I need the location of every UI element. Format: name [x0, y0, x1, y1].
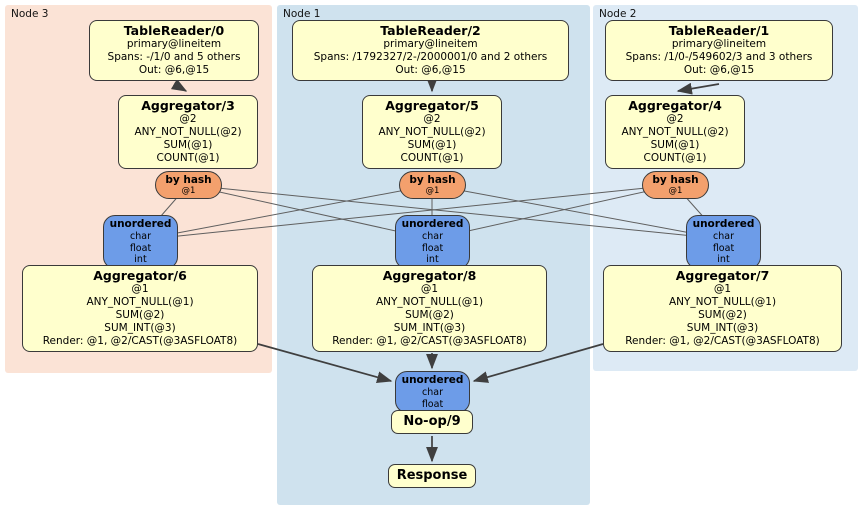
processor-line: Render: @1, @2/CAST(@3ASFLOAT8)	[42, 335, 238, 347]
processor-line: SUM(@1)	[650, 139, 700, 151]
processor-line: primary@lineitem	[126, 38, 222, 50]
region-label: Node 3	[11, 8, 49, 20]
aggregator-6-box: Aggregator/6 @1 ANY_NOT_NULL(@1) SUM(@2)…	[22, 265, 258, 352]
processor-line: SUM_INT(@3)	[686, 322, 759, 334]
processor-title: Aggregator/5	[385, 98, 479, 113]
processor-line: @2	[423, 113, 441, 125]
sync-line: float	[421, 242, 444, 254]
processor-line: SUM_INT(@3)	[104, 322, 176, 334]
sync-line: char	[422, 231, 443, 242]
processor-line: COUNT(@1)	[156, 152, 220, 164]
processor-line: @1	[713, 283, 732, 295]
processor-title: TableReader/0	[123, 23, 225, 38]
processor-line: @1	[131, 283, 149, 295]
sync-title: unordered	[692, 218, 755, 230]
node2-unordered-sync: unordered char float int	[686, 215, 761, 269]
router-subtitle: @1	[668, 186, 683, 196]
processor-title: Aggregator/8	[382, 268, 477, 283]
processor-line: ANY_NOT_NULL(@1)	[668, 296, 777, 308]
processor-line: SUM(@2)	[698, 309, 747, 321]
processor-line: ANY_NOT_NULL(@2)	[134, 126, 242, 138]
processor-line: ANY_NOT_NULL(@1)	[375, 296, 484, 308]
tablereader-0-box: TableReader/0 primary@lineitem Spans: -/…	[89, 20, 259, 81]
sync-title: unordered	[109, 218, 172, 230]
processor-line: Out: @6,@15	[395, 64, 466, 76]
processor-title: Aggregator/6	[93, 268, 187, 283]
aggregator-4-box: Aggregator/4 @2 ANY_NOT_NULL(@2) SUM(@1)…	[605, 95, 745, 169]
processor-line: ANY_NOT_NULL(@1)	[86, 296, 194, 308]
final-unordered-sync: unordered char float	[395, 371, 470, 413]
processor-line: @1	[420, 283, 439, 295]
processor-line: SUM(@2)	[405, 309, 454, 321]
router-title: by hash	[409, 174, 456, 186]
processor-line: ANY_NOT_NULL(@2)	[378, 126, 486, 138]
sync-line: int	[134, 254, 147, 265]
tablereader-1-box: TableReader/1 primary@lineitem Spans: /1…	[605, 20, 833, 81]
processor-line: Render: @1, @2/CAST(@3ASFLOAT8)	[625, 335, 820, 347]
processor-line: @2	[179, 113, 197, 125]
processor-line: ANY_NOT_NULL(@2)	[621, 126, 729, 138]
sync-line: float	[129, 242, 152, 254]
processor-line: SUM(@2)	[115, 309, 165, 321]
processor-line: COUNT(@1)	[400, 152, 464, 164]
processor-title: TableReader/1	[668, 23, 770, 38]
region-label: Node 2	[599, 8, 637, 20]
processor-title: Response	[396, 468, 468, 483]
aggregator-3-box: Aggregator/3 @2 ANY_NOT_NULL(@2) SUM(@1)…	[118, 95, 258, 169]
router-subtitle: @1	[425, 186, 440, 196]
processor-line: Out: @6,@15	[138, 64, 210, 76]
aggregator-5-box: Aggregator/5 @2 ANY_NOT_NULL(@2) SUM(@1)…	[362, 95, 502, 169]
region-label: Node 1	[283, 8, 321, 20]
sync-line: float	[712, 242, 735, 254]
processor-title: Aggregator/7	[675, 268, 770, 283]
noop-9-box: No-op/9	[391, 410, 473, 434]
sync-line: int	[426, 254, 439, 265]
response-box: Response	[388, 464, 476, 488]
processor-line: SUM_INT(@3)	[393, 322, 466, 334]
processor-line: Out: @6,@15	[683, 64, 755, 76]
processor-line: SUM(@1)	[407, 139, 457, 151]
processor-line: Render: @1, @2/CAST(@3ASFLOAT8)	[332, 335, 527, 347]
node2-hash-router: by hash @1	[642, 171, 709, 199]
processor-line: Spans: -/1/0 and 5 others	[107, 51, 241, 63]
sync-title: unordered	[401, 374, 464, 386]
node3-unordered-sync: unordered char float int	[103, 215, 178, 269]
sync-line: char	[422, 387, 443, 398]
node3-hash-router: by hash @1	[155, 171, 222, 199]
aggregator-7-box: Aggregator/7 @1 ANY_NOT_NULL(@1) SUM(@2)…	[603, 265, 842, 352]
processor-title: TableReader/2	[380, 23, 481, 38]
processor-line: Spans: /1792327/2-/2000001/0 and 2 other…	[313, 51, 548, 63]
processor-line: @2	[666, 113, 684, 125]
processor-line: primary@lineitem	[383, 38, 478, 50]
sync-line: float	[421, 398, 444, 410]
node1-unordered-sync: unordered char float int	[395, 215, 470, 269]
sync-line: char	[713, 231, 734, 242]
sync-line: int	[717, 254, 730, 265]
node1-hash-router: by hash @1	[399, 171, 466, 199]
sync-title: unordered	[401, 218, 464, 230]
aggregator-8-box: Aggregator/8 @1 ANY_NOT_NULL(@1) SUM(@2)…	[312, 265, 547, 352]
router-title: by hash	[165, 174, 212, 186]
processor-line: SUM(@1)	[163, 139, 213, 151]
processor-line: COUNT(@1)	[643, 152, 707, 164]
router-subtitle: @1	[181, 186, 196, 196]
processor-title: Aggregator/4	[628, 98, 722, 113]
processor-line: Spans: /1/0-/549602/3 and 3 others	[625, 51, 813, 63]
processor-title: No-op/9	[403, 414, 461, 429]
tablereader-2-box: TableReader/2 primary@lineitem Spans: /1…	[292, 20, 569, 81]
router-title: by hash	[652, 174, 699, 186]
processor-line: primary@lineitem	[671, 38, 767, 50]
sync-line: char	[130, 231, 151, 242]
processor-title: Aggregator/3	[141, 98, 235, 113]
